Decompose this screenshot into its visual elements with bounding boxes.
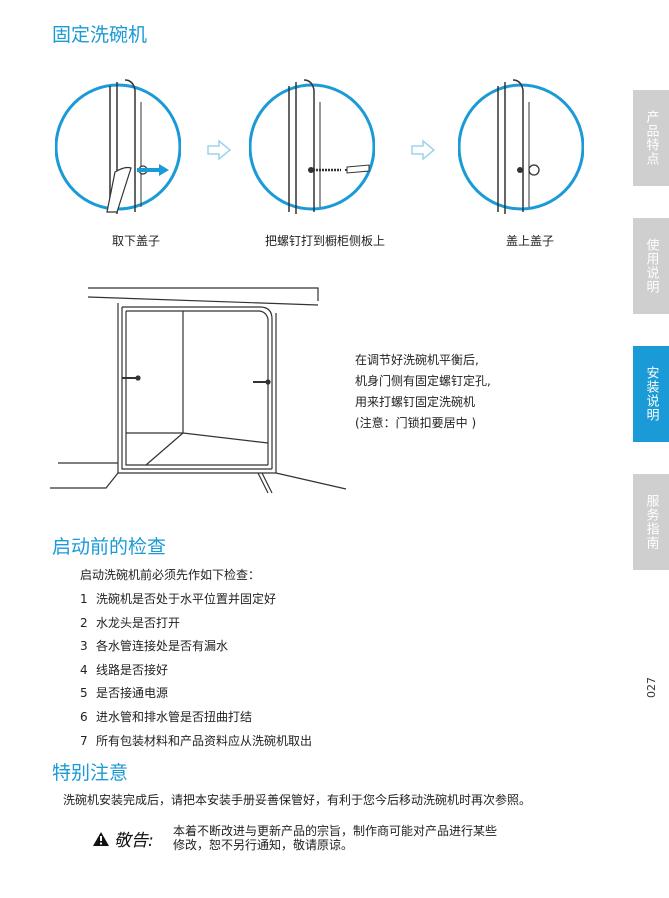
list-item: 4 线路是否接好 (80, 659, 312, 683)
item-text: 所有包装材料和产品资料应从洗碗机取出 (96, 733, 313, 748)
check-list: 1 洗碗机是否处于水平位置并固定好 2 水龙头是否打开 3 各水管连接处是否有漏水 4… (80, 588, 312, 753)
arrow-right-icon (207, 139, 232, 161)
step-3-illustration (458, 79, 584, 214)
item-number: 5 (80, 686, 88, 701)
side-tab-label: 使用说明 (643, 238, 659, 294)
install-note-line: 用来打螺钉固定洗碗机 (355, 395, 476, 409)
list-item: 5 是否接通电源 (80, 682, 312, 706)
warning-triangle-icon (93, 831, 109, 846)
item-number: 6 (80, 709, 88, 724)
item-text: 线路是否接好 (96, 662, 169, 677)
special-paragraph: 洗碗机安装完成后，请把本安装手册妥善保管好，有利于您今后移动洗碗机时再次参照。 (63, 793, 532, 807)
item-number: 1 (80, 592, 88, 606)
step-2-caption: 把螺钉打到橱柜侧板上 (264, 234, 385, 248)
item-number: 3 (80, 639, 88, 654)
side-tab-installation[interactable]: 安装说明 (633, 346, 669, 442)
list-item: 7 所有包装材料和产品资料应从洗碗机取出 (80, 730, 312, 754)
section-title-check: 启动前的检查 (52, 536, 167, 558)
install-note: 在调节好洗碗机平衡后, 机身门侧有固定螺钉定孔, 用来打螺钉固定洗碗机 (注意：… (355, 350, 491, 434)
item-text: 进水管和排水管是否扭曲打结 (96, 709, 253, 724)
step-3-caption: 盖上盖子 (505, 234, 554, 248)
warning-title: 敬告: (114, 831, 154, 851)
install-note-line: (注意：门锁扣要居中 ) (355, 416, 477, 430)
side-tab-label: 服务指南 (643, 494, 659, 550)
cabinet-diagram (50, 287, 347, 494)
item-number: 2 (80, 615, 88, 630)
list-item: 2 水龙头是否打开 (80, 612, 312, 636)
warning-heading: 敬告: (92, 826, 154, 851)
list-item: 1 洗碗机是否处于水平位置并固定好 (80, 588, 312, 612)
item-text: 洗碗机是否处于水平位置并固定好 (96, 592, 277, 606)
check-intro: 启动洗碗机前必须先作如下检查： (80, 568, 261, 582)
page-number: 027 (645, 677, 658, 698)
list-item: 3 各水管连接处是否有漏水 (80, 635, 312, 659)
side-tab-label: 安装说明 (643, 366, 659, 422)
section-title-fix: 固定洗碗机 (52, 24, 148, 46)
item-number: 7 (80, 733, 88, 748)
item-number: 4 (80, 662, 88, 677)
warning-text: 本着不断改进与更新产品的宗旨，制作商可能对产品进行某些 修改，恕不另行通知，敬请… (173, 824, 497, 852)
arrow-right-icon (411, 139, 436, 161)
warning-line: 本着不断改进与更新产品的宗旨，制作商可能对产品进行某些 (173, 824, 498, 838)
install-note-line: 机身门侧有固定螺钉定孔, (355, 374, 491, 388)
item-text: 水龙头是否打开 (96, 615, 181, 630)
list-item: 6 进水管和排水管是否扭曲打结 (80, 706, 312, 730)
step-1-illustration (55, 79, 181, 214)
warning-line: 修改，恕不另行通知，敬请原谅。 (173, 838, 354, 852)
step-2-illustration (249, 79, 375, 214)
side-tab-product-features[interactable]: 产品特点 (633, 90, 669, 186)
side-tab-service[interactable]: 服务指南 (633, 474, 669, 570)
install-note-line: 在调节好洗碗机平衡后, (355, 353, 479, 367)
section-title-special: 特别注意 (52, 762, 129, 784)
side-tab-usage[interactable]: 使用说明 (633, 218, 669, 314)
item-text: 是否接通电源 (96, 686, 169, 701)
step-1-caption: 取下盖子 (111, 234, 160, 248)
side-tab-label: 产品特点 (643, 110, 659, 166)
item-text: 各水管连接处是否有漏水 (96, 639, 229, 654)
